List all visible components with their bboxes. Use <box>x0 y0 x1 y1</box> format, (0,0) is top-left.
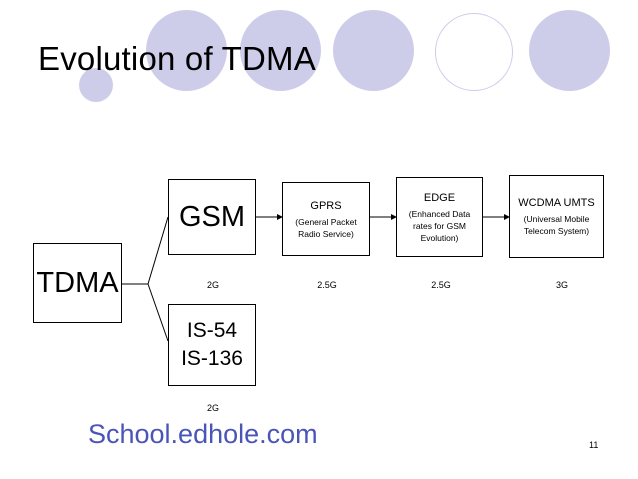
wcdma-umts-box: WCDMA UMTS (Universal Mobile Telecom Sys… <box>509 175 604 258</box>
gsm-label: GSM <box>178 200 246 233</box>
decor-circle-1 <box>146 10 227 91</box>
is54-label: IS-54 <box>186 319 238 342</box>
wcdma-umts-label: WCDMA UMTS <box>518 197 595 209</box>
edge-box: EDGE (Enhanced Data rates for GSM Evolut… <box>396 177 483 257</box>
is54-generation: 2G <box>206 403 220 413</box>
gprs-description: (General Packet Radio Service) <box>295 216 357 239</box>
footer-link[interactable]: School.edhole.com <box>88 419 318 449</box>
wcdma-umts-description: (Universal Mobile Telecom System) <box>523 214 590 236</box>
gsm-box: GSM <box>168 179 256 255</box>
decor-circle-5 <box>79 68 113 102</box>
is54-is136-box: IS-54 IS-136 <box>168 304 256 386</box>
gprs-generation: 2.5G <box>317 280 337 290</box>
decor-circle-4 <box>529 10 610 91</box>
edge-generation: 2.5G <box>431 280 451 290</box>
gprs-box: GPRS (General Packet Radio Service) <box>282 182 370 256</box>
gprs-label: GPRS <box>310 199 342 212</box>
wcdma-generation: 3G <box>555 280 569 290</box>
decor-circle-3 <box>333 10 414 91</box>
gsm-generation: 2G <box>206 280 220 290</box>
tdma-root-box: TDMA <box>33 243 122 323</box>
is136-label: IS-136 <box>181 347 243 370</box>
decor-circle-2 <box>240 10 321 91</box>
decor-ring-1 <box>435 13 513 91</box>
edge-description: (Enhanced Data rates for GSM Evolution) <box>408 208 471 243</box>
edge-label: EDGE <box>423 191 456 204</box>
branch-lower-line <box>147 283 169 342</box>
slide-number: 11 <box>589 440 599 450</box>
tdma-label: TDMA <box>36 266 119 299</box>
branch-upper-line <box>147 216 169 285</box>
slide-title: Evolution of TDMA <box>38 40 316 77</box>
